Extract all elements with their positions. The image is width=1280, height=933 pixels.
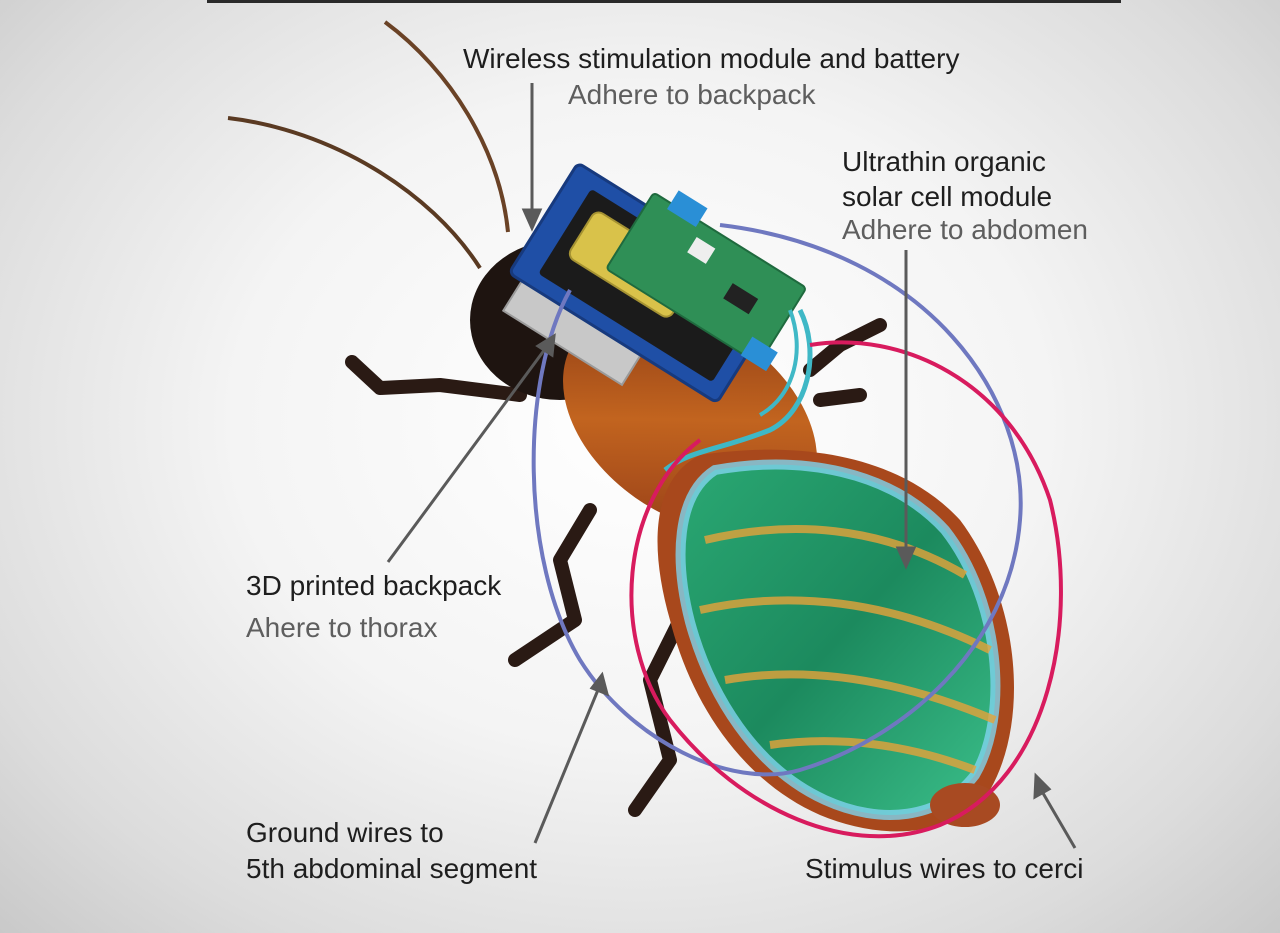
stimulus-title: Stimulus wires to cerci bbox=[805, 853, 1084, 884]
abdomen-tip bbox=[930, 783, 1000, 827]
connector-right bbox=[740, 336, 778, 372]
pcb-component-black bbox=[723, 283, 759, 315]
ground-title-line1: Ground wires to bbox=[246, 817, 444, 848]
module-note: Adhere to backpack bbox=[568, 79, 816, 110]
annotation-arrows bbox=[386, 83, 1077, 849]
pcb-component-white bbox=[687, 236, 716, 264]
leg-mid-right bbox=[813, 388, 867, 407]
antenna-left bbox=[227, 116, 482, 270]
leg-hind-left bbox=[628, 613, 687, 817]
arrow-backpack bbox=[386, 344, 550, 563]
leg-mid-left bbox=[508, 503, 597, 667]
backpack-stack bbox=[501, 163, 806, 403]
ground-wire-loop bbox=[531, 223, 1023, 777]
legs bbox=[345, 318, 887, 817]
leg-front-right bbox=[803, 318, 887, 377]
module-title: Wireless stimulation module and battery bbox=[463, 43, 960, 74]
arrow-stimulus bbox=[1038, 787, 1077, 849]
solar-cell-stripes bbox=[699, 525, 997, 774]
green-pcb bbox=[606, 192, 806, 364]
connector-top bbox=[667, 190, 708, 228]
stimulus-wire-loop bbox=[629, 340, 1063, 839]
arrow-ground bbox=[533, 684, 602, 844]
antenna-right bbox=[383, 20, 510, 233]
top-rule bbox=[207, 0, 1121, 3]
backpack-note: Ahere to thorax bbox=[246, 612, 438, 643]
leg-front-left bbox=[345, 355, 527, 402]
teal-wire-1 bbox=[663, 308, 813, 472]
solar-title-line2: solar cell module bbox=[842, 181, 1053, 212]
ground-title-line2: 5th abdominal segment bbox=[246, 853, 538, 884]
solar-title-line1: Ultrathin organic bbox=[842, 146, 1046, 177]
solar-note: Adhere to abdomen bbox=[842, 214, 1088, 245]
backpack-title: 3D printed backpack bbox=[246, 570, 502, 601]
teal-wire-2 bbox=[758, 309, 799, 417]
